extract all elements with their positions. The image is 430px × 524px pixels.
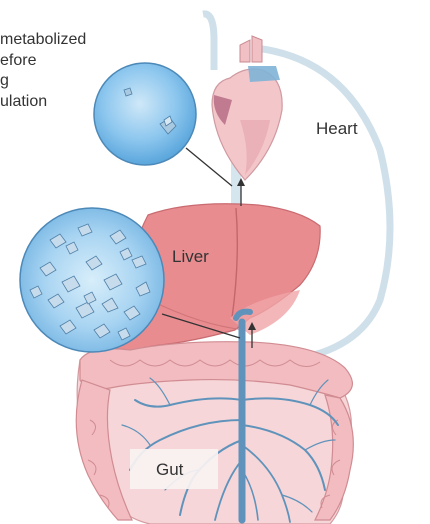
caption-line: g: [0, 71, 86, 92]
intestines: [76, 342, 353, 524]
liver-label: Liver: [172, 247, 209, 267]
gut-label: Gut: [156, 460, 183, 480]
heart: [212, 36, 282, 180]
caption-line: ulation: [0, 92, 86, 113]
caption-text: metabolized efore g ulation: [0, 30, 86, 112]
pointer-line-upper: [186, 148, 232, 186]
circulation-loop: [203, 14, 214, 70]
caption-line: efore: [0, 51, 86, 72]
magnified-view-portal: [20, 208, 164, 352]
caption-line: metabolized: [0, 30, 86, 51]
magnified-view-systemic: [94, 63, 196, 165]
heart-label: Heart: [316, 119, 358, 139]
